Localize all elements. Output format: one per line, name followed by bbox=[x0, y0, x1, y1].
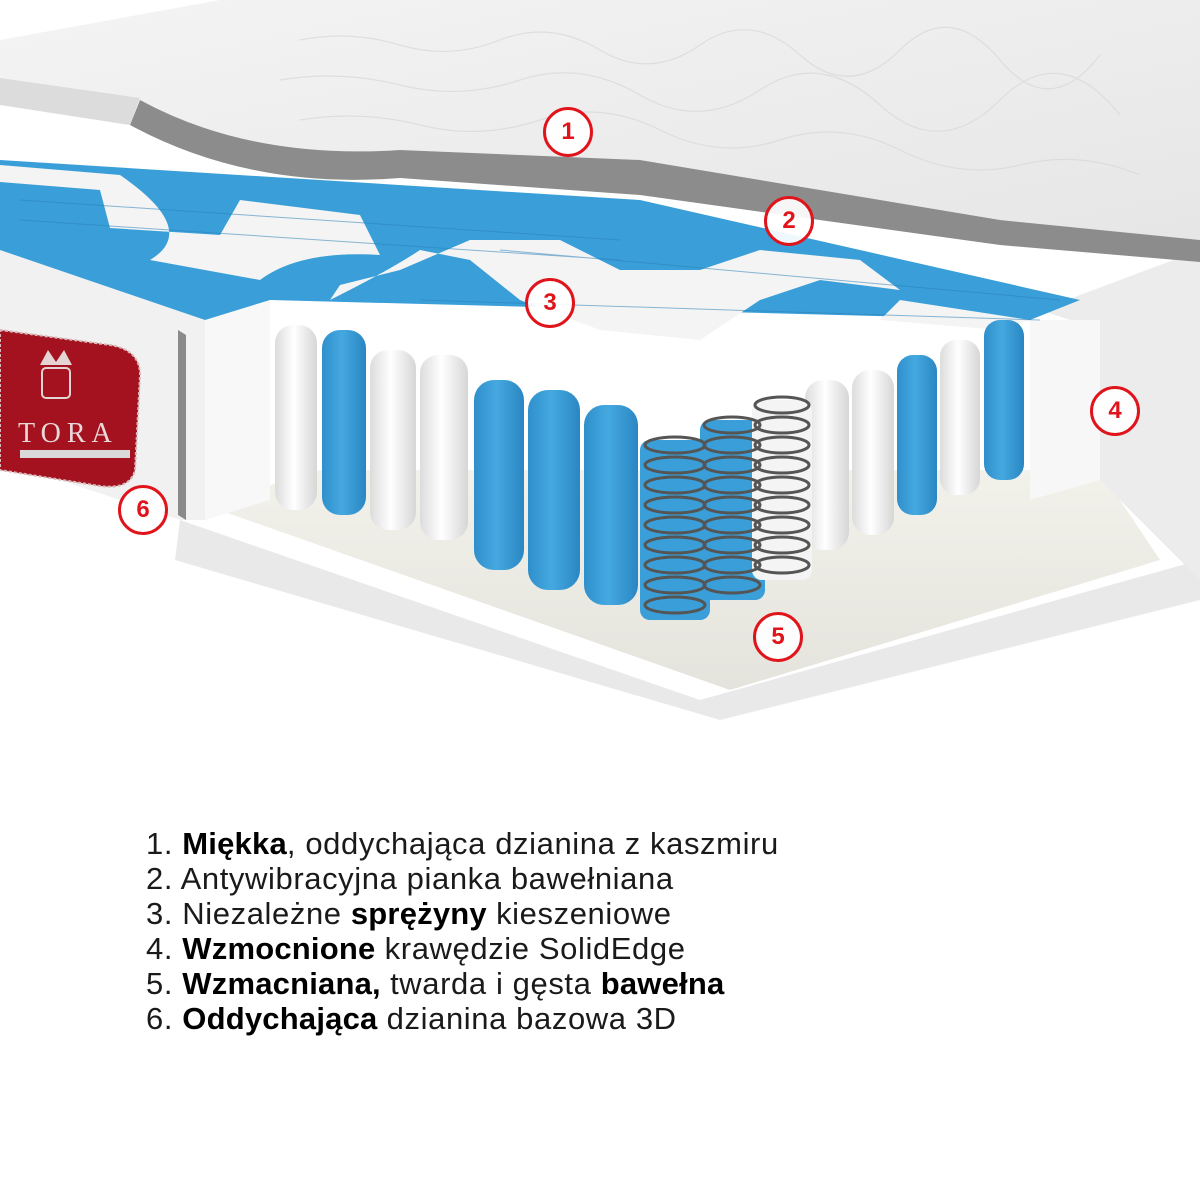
marker-3: 3 bbox=[525, 278, 575, 328]
pocket-spring-row bbox=[275, 320, 1024, 605]
base-knit-edge bbox=[175, 520, 1200, 720]
brand-label: TORA bbox=[0, 328, 142, 488]
crest-icon bbox=[41, 367, 71, 399]
white-zone-band bbox=[0, 165, 380, 280]
marker-6: 6 bbox=[118, 485, 168, 535]
crown-icon bbox=[40, 350, 72, 365]
solidedge-foam-block bbox=[1030, 320, 1100, 500]
left-edge-foam bbox=[205, 300, 270, 520]
coil-springs bbox=[640, 395, 812, 620]
white-zone-band bbox=[330, 240, 900, 340]
marker-5: 5 bbox=[753, 612, 803, 662]
mattress-cross-section-graphic: TORA bbox=[0, 0, 1200, 720]
cashmere-top-cover bbox=[0, 0, 1200, 240]
legend-item-2: 2. Antywibracyjna pianka bawełniana bbox=[146, 861, 674, 896]
marker-2: 2 bbox=[764, 196, 814, 246]
marker-1: 1 bbox=[543, 107, 593, 157]
side-zipper bbox=[178, 330, 186, 520]
legend-item-1: 1. Miękka, oddychająca dzianina z kaszmi… bbox=[146, 826, 779, 861]
legend-item-3: 3. Niezależne sprężyny kieszeniowe bbox=[146, 896, 672, 931]
legend-item-4: 4. Wzmocnione krawędzie SolidEdge bbox=[146, 931, 686, 966]
pocket-cell-pattern bbox=[19, 199, 1061, 321]
marker-4: 4 bbox=[1090, 386, 1140, 436]
quilt-pattern bbox=[279, 26, 1141, 176]
brand-name: TORA bbox=[18, 418, 118, 449]
legend-item-5: 5. Wzmacniana, twarda i gęsta bawełna bbox=[146, 966, 725, 1001]
anti-vibration-foam-layer bbox=[130, 100, 1200, 262]
legend-item-6: 6. Oddychająca dzianina bazowa 3D bbox=[146, 1001, 677, 1036]
layer-legend: 1. Miękka, oddychająca dzianina z kaszmi… bbox=[146, 826, 926, 1036]
mattress-illustration: TORA bbox=[0, 0, 1200, 720]
